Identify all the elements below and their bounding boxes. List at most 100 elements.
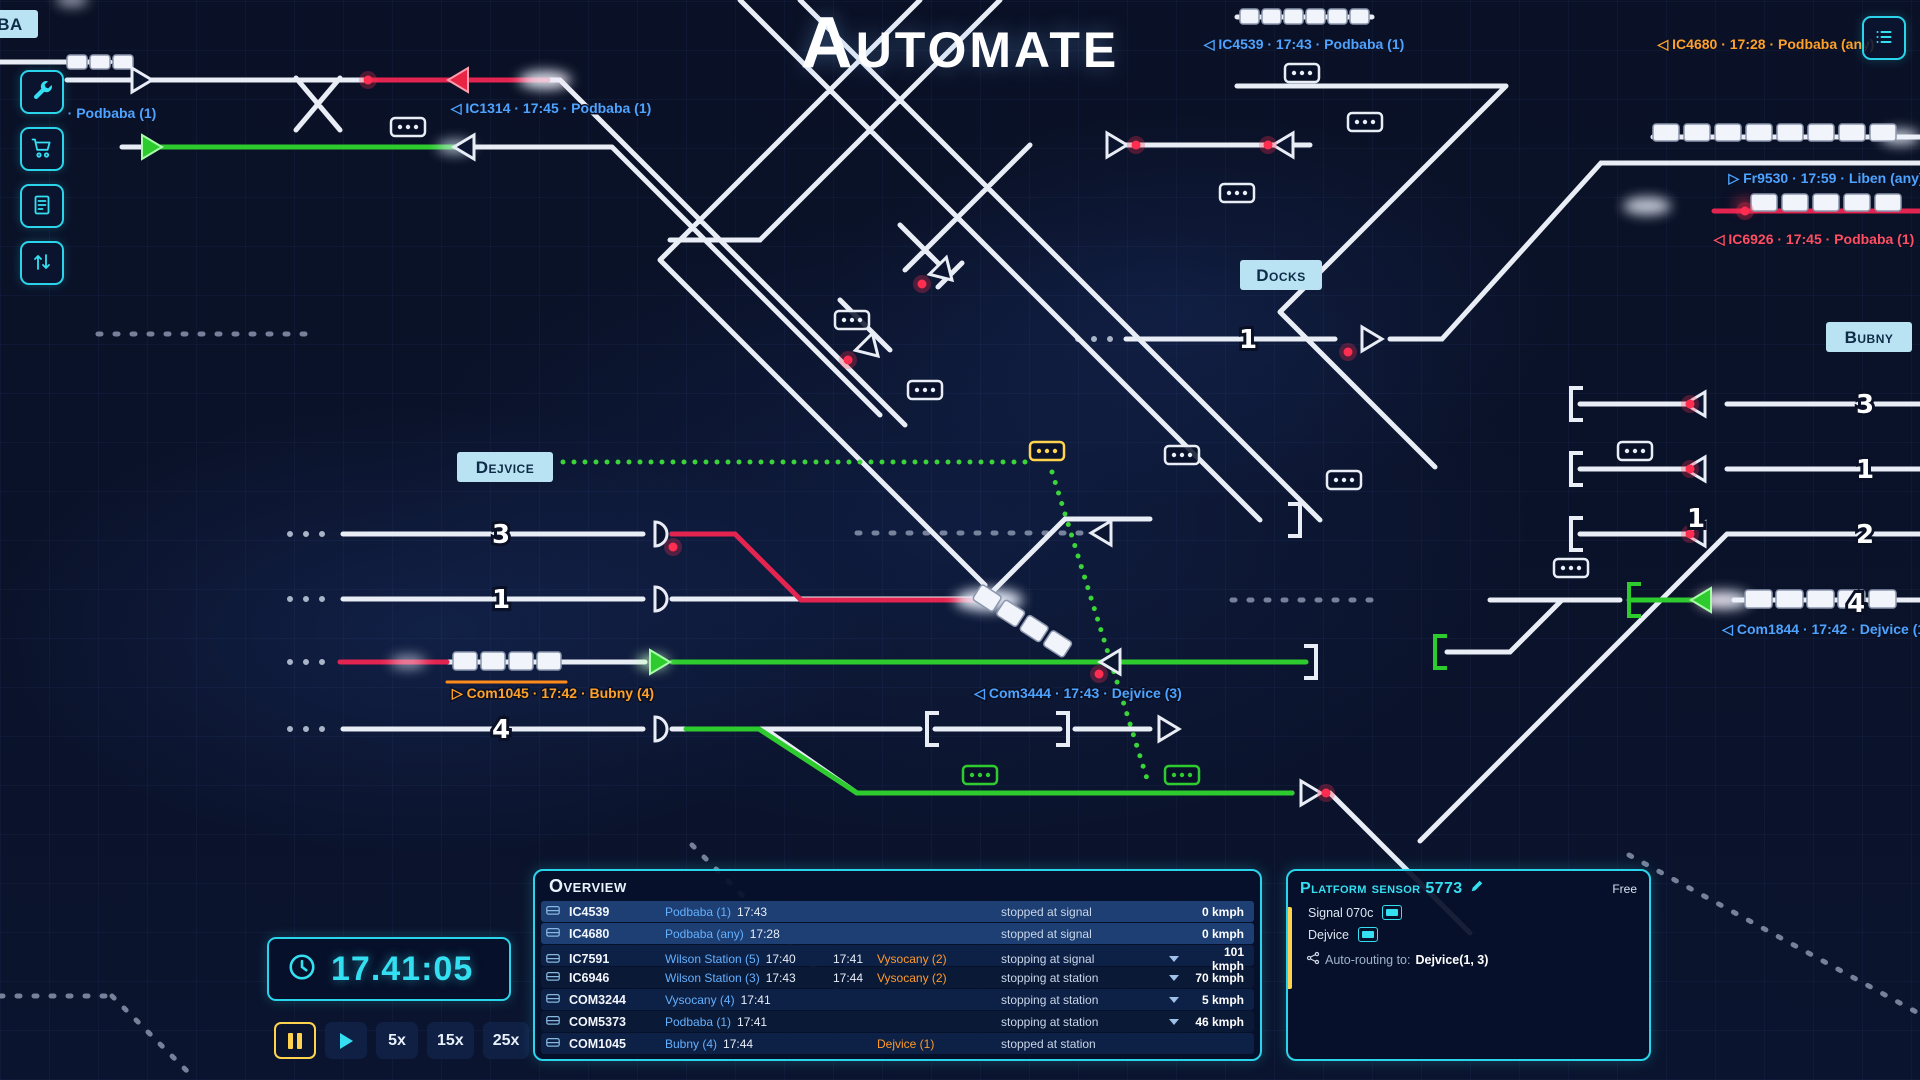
- menu-list-icon: [1872, 25, 1896, 52]
- left-toolbar: [20, 70, 64, 285]
- shop-button[interactable]: [20, 127, 64, 171]
- train-icon: [545, 953, 569, 966]
- svg-text:Bubny: Bubny: [1845, 328, 1894, 347]
- junction-occupancy-dots: [359, 71, 1754, 802]
- destination: Wilson Station (3): [665, 970, 760, 985]
- platform-brackets: [925, 386, 1641, 747]
- overview-row[interactable]: COM1045 Bubny (4)17:44 Dejvice (1) stopp…: [541, 1033, 1254, 1054]
- signal-icon: [1299, 778, 1324, 808]
- train-map-labels[interactable]: ◁ IC1314 · 17:45 · Podbaba (1) ◁ IC4539 …: [66, 35, 1920, 703]
- overview-row[interactable]: COM5373 Podbaba (1)17:41 stopping at sta…: [541, 1011, 1254, 1032]
- green-signal-icon: [1689, 586, 1712, 614]
- expand-chevron-icon[interactable]: [1169, 974, 1179, 981]
- train-com3444-cars: [972, 584, 1073, 658]
- sensor-icon: [833, 309, 871, 331]
- build-tools-button[interactable]: [20, 70, 64, 114]
- via-station: Vysocany (2): [877, 952, 947, 966]
- destination-time: 17:41: [740, 992, 771, 1007]
- signal-icon: [926, 254, 955, 283]
- signal-icon: [1270, 130, 1295, 160]
- train-id: COM5373: [569, 1014, 626, 1029]
- station-chips[interactable]: Docks Bubny Dejvice BA: [0, 10, 1912, 482]
- svg-text:2: 2: [1856, 520, 1874, 550]
- station-chip-docks: Docks: [1240, 260, 1322, 290]
- station-chip-bubny: Bubny: [1826, 322, 1912, 352]
- sensor-signal-label: Signal 070c: [1308, 905, 1374, 920]
- train-label: ▷ Com1045 · 17:42 · Bubny (4): [451, 685, 654, 701]
- trains[interactable]: [66, 8, 1902, 684]
- speed-15x-button[interactable]: 15x: [427, 1022, 474, 1059]
- focus-signal-icon[interactable]: [1382, 905, 1403, 920]
- platform-signal-icon: [653, 585, 669, 613]
- svg-text:1: 1: [1856, 455, 1874, 485]
- signals[interactable]: [130, 65, 1712, 808]
- train-id: IC7591: [569, 952, 610, 966]
- station-chip-dejvice: Dejvice: [457, 452, 553, 482]
- speed-25x-button[interactable]: 25x: [482, 1022, 530, 1059]
- track-sensors[interactable]: [389, 62, 1654, 786]
- clock-time: 17.41:05: [331, 949, 474, 988]
- platform-numbers: 3 1 4 1 3 1 2 1 4: [489, 322, 1877, 748]
- expand-chevron-icon[interactable]: [1169, 1018, 1179, 1025]
- train-id: IC6946: [569, 970, 610, 985]
- signal-icon: [1097, 647, 1122, 677]
- train-status: stopping at station: [1001, 1014, 1099, 1029]
- train-label: ▷ Fr9530 · 17:59 · Liben (any): [1727, 170, 1920, 186]
- overview-row[interactable]: COM3244 Vysocany (4)17:41 stopping at st…: [541, 989, 1254, 1010]
- train-com1045-cars: [452, 651, 562, 671]
- overview-panel: Overview IC4539 Podbaba (1)17:43 stopped…: [533, 869, 1262, 1061]
- overview-row[interactable]: IC4539 Podbaba (1)17:43 stopped at signa…: [541, 901, 1254, 922]
- pause-button[interactable]: [274, 1022, 316, 1059]
- focus-station-icon[interactable]: [1358, 927, 1378, 942]
- orders-button[interactable]: [20, 184, 64, 228]
- overview-row[interactable]: IC6946 Wilson Station (3)17:43 17:44 Vys…: [541, 967, 1254, 988]
- train-id: IC4539: [569, 904, 610, 919]
- overview-row[interactable]: IC4680 Podbaba (any)17:28 stopped at sig…: [541, 923, 1254, 944]
- expand-chevron-icon[interactable]: [1169, 996, 1179, 1003]
- destination-time: 17:43: [737, 904, 768, 919]
- train-label: · Podbaba (1): [68, 105, 157, 121]
- train-speed: 5 kmph: [1201, 992, 1244, 1007]
- svg-text:4: 4: [1847, 589, 1865, 619]
- svg-text:Dejvice: Dejvice: [476, 458, 534, 477]
- signal-icon: [130, 65, 155, 95]
- expand-chevron-icon[interactable]: [1169, 956, 1179, 962]
- menu-button[interactable]: [1862, 16, 1906, 60]
- sort-arrows-icon: [30, 250, 54, 277]
- train-label: ◁ IC6926 · 17:45 · Podbaba (1): [1713, 231, 1915, 247]
- sensor-icon: [1552, 557, 1590, 579]
- signal-icon: [852, 330, 881, 359]
- dashed-tracks: [0, 331, 1920, 1080]
- green-sensor-icon: [1163, 764, 1201, 786]
- train-icon: [545, 971, 569, 984]
- overview-row[interactable]: IC7591 Wilson Station (5)17:40 17:41 Vys…: [541, 945, 1254, 973]
- speed-controls: 5x 15x 25x: [274, 1022, 530, 1059]
- schedules-button[interactable]: [20, 241, 64, 285]
- cart-icon: [30, 136, 54, 163]
- train-status: stopping at station: [1001, 992, 1099, 1007]
- train-ic6926-cars: [1750, 193, 1902, 212]
- train-status: stopping at station: [1001, 970, 1099, 985]
- play-button[interactable]: [325, 1022, 367, 1059]
- svg-text:1: 1: [1687, 504, 1705, 534]
- train-id: COM1045: [569, 1036, 626, 1051]
- level-title: Automate: [800, 3, 1120, 83]
- sensor-status: Free: [1612, 881, 1637, 896]
- svg-text:BA: BA: [0, 15, 23, 34]
- pause-icon: [288, 1032, 293, 1049]
- green-sensor-icon: [961, 764, 999, 786]
- train-icon: [545, 927, 569, 940]
- clock-panel: 17.41:05: [267, 937, 511, 1001]
- route-icon: [1306, 951, 1320, 968]
- speed-5x-button[interactable]: 5x: [376, 1022, 418, 1059]
- auto-routing-target[interactable]: Dejvice(1, 3): [1415, 952, 1489, 967]
- edit-icon[interactable]: [1470, 879, 1484, 898]
- train-id: IC4680: [569, 926, 610, 941]
- train-label: ◁ IC1314 · 17:45 · Podbaba (1): [450, 100, 652, 116]
- train-icon: [545, 993, 569, 1006]
- svg-text:3: 3: [492, 520, 510, 550]
- svg-text:3: 3: [1856, 390, 1874, 420]
- train-speed: 0 kmph: [1201, 926, 1244, 941]
